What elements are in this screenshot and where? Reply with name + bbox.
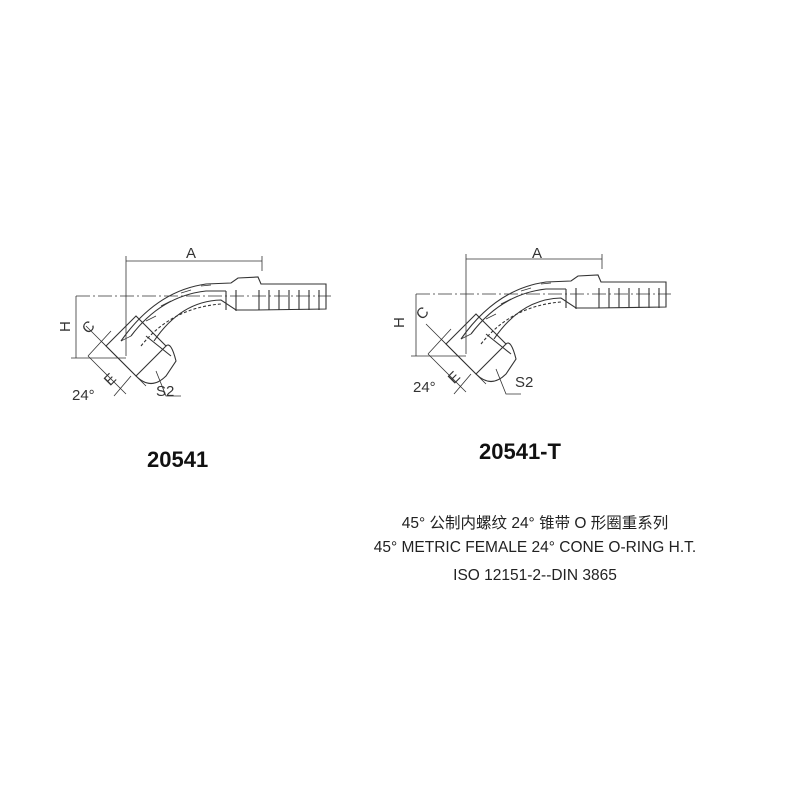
- part-number-20541: 20541: [147, 447, 209, 472]
- angle-label: 24°: [72, 387, 95, 404]
- dim-s2-label: S2: [156, 383, 174, 400]
- angle-label: 24°: [413, 379, 436, 396]
- description-chinese: 45° 公制内螺纹 24° 锥带 O 形圈重系列: [401, 515, 669, 532]
- dim-e-label: E: [101, 370, 120, 389]
- description-english: 45° METRIC FEMALE 24° CONE O-RING H.T.: [373, 539, 697, 556]
- dim-h-label: H: [57, 321, 74, 332]
- description-standard: ISO 12151-2--DIN 3865: [453, 567, 617, 584]
- dim-e-label: E: [445, 368, 464, 387]
- dim-a-label: A: [532, 245, 542, 262]
- part-number-20541-t: 20541-T: [479, 439, 561, 464]
- dim-h-label: H: [391, 317, 408, 328]
- dim-s2-label: S2: [515, 374, 533, 391]
- dim-a-label: A: [186, 245, 196, 262]
- dim-c-label: C: [79, 318, 99, 338]
